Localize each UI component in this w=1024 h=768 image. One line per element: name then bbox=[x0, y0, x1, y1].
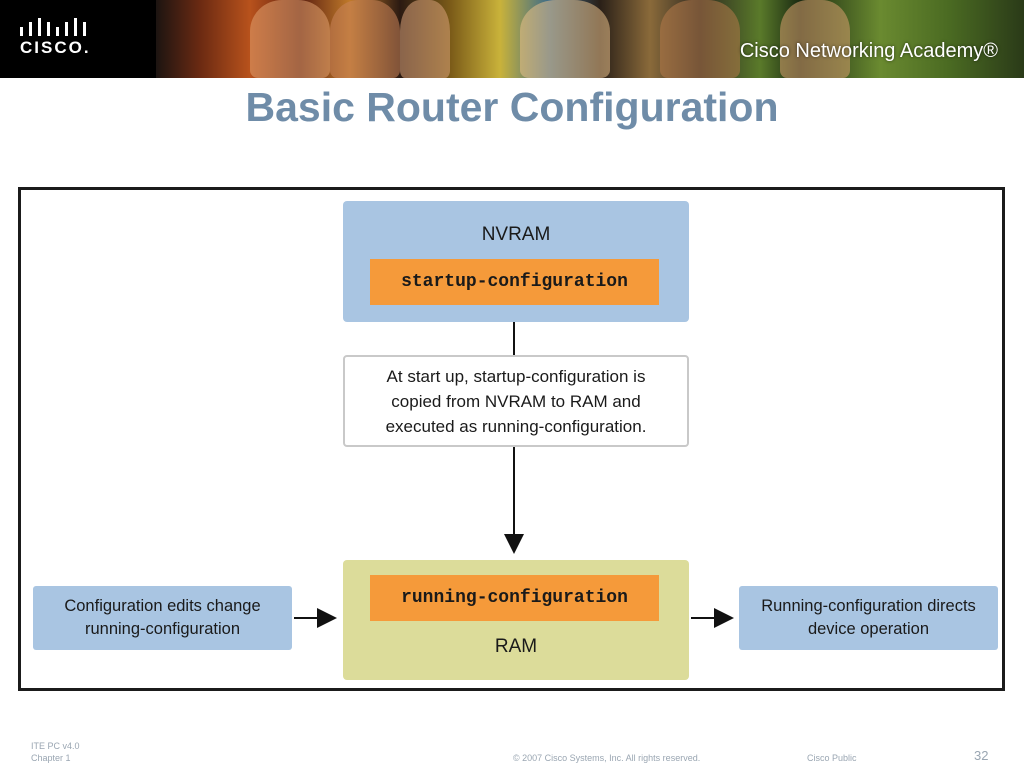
footer-chapter: Chapter 1 bbox=[31, 753, 71, 763]
page-number: 32 bbox=[974, 748, 989, 763]
footer-classification: Cisco Public bbox=[807, 753, 857, 763]
photo-strip bbox=[780, 0, 850, 78]
photo-strip bbox=[660, 0, 740, 78]
footer-course: ITE PC v4.0 bbox=[31, 741, 80, 751]
cisco-logo: CISCO. bbox=[0, 0, 156, 78]
nvram-label: NVRAM bbox=[481, 224, 551, 245]
config-edits-box: Configuration edits change running-confi… bbox=[33, 586, 292, 650]
box-line: device operation bbox=[807, 620, 930, 638]
ram-label: RAM bbox=[494, 636, 538, 657]
box-line: running-configuration bbox=[84, 620, 241, 638]
diagram-frame: NVRAM startup-configuration At start up,… bbox=[18, 187, 1005, 691]
cisco-bars-icon bbox=[20, 18, 86, 36]
academy-name: Cisco Networking Academy® bbox=[739, 40, 998, 62]
photo-strip bbox=[330, 0, 400, 78]
footer-copyright: © 2007 Cisco Systems, Inc. All rights re… bbox=[513, 753, 701, 763]
note-line: executed as running-configuration. bbox=[385, 417, 647, 436]
ram-box: running-configuration RAM bbox=[343, 560, 689, 680]
startup-note: At start up, startup-configuration is co… bbox=[343, 355, 689, 447]
startup-config-box: startup-configuration bbox=[370, 259, 659, 305]
cisco-wordmark: CISCO. bbox=[20, 38, 91, 57]
running-config-box: running-configuration bbox=[370, 575, 659, 621]
photo-strip bbox=[520, 0, 610, 78]
note-line: At start up, startup-configuration is bbox=[386, 367, 646, 386]
box-line: Running-configuration directs bbox=[761, 597, 976, 615]
slide-title: Basic Router Configuration bbox=[245, 84, 779, 130]
nvram-box: NVRAM startup-configuration bbox=[343, 201, 689, 322]
photo-strip bbox=[250, 0, 330, 78]
box-line: Configuration edits change bbox=[64, 597, 261, 615]
diagram-connectors bbox=[294, 322, 734, 628]
photo-strip bbox=[400, 0, 450, 78]
device-operation-box: Running-configuration directs device ope… bbox=[739, 586, 998, 650]
note-line: copied from NVRAM to RAM and bbox=[391, 392, 641, 411]
header-banner: CISCO. Cisco Networking Academy® bbox=[0, 0, 1024, 78]
